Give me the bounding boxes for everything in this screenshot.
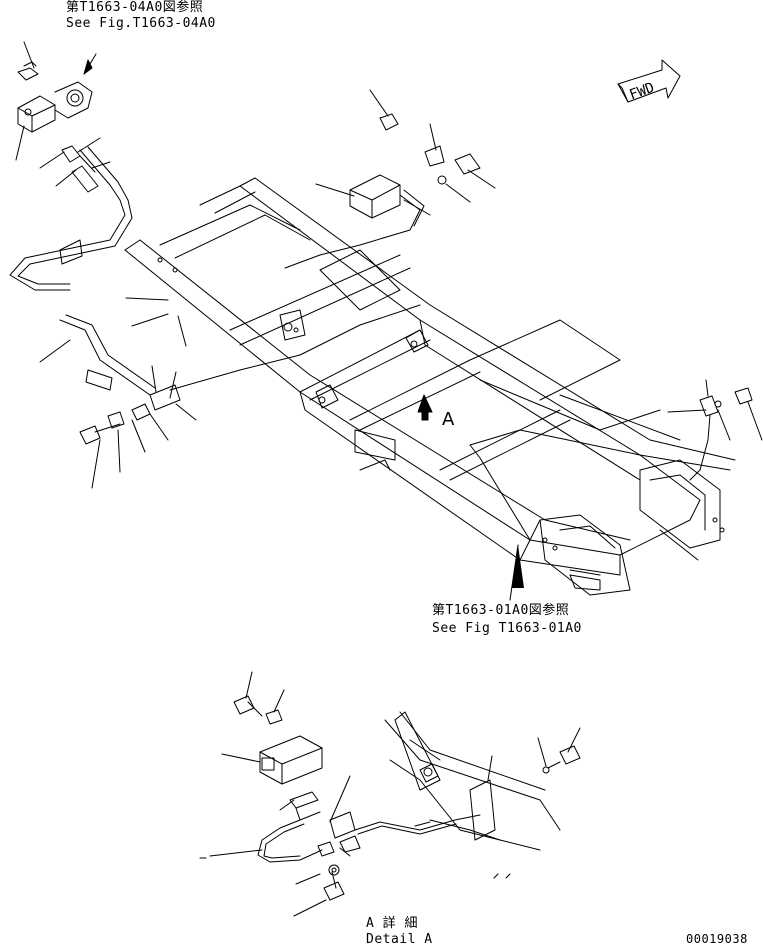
detail-a <box>200 672 580 916</box>
reference-top-en: See Fig.T1663-04A0 <box>66 16 216 31</box>
reference-middle-jp: 第T1663-01A0図参照 <box>432 603 570 618</box>
top-center-sensor <box>285 114 480 268</box>
detail-title-en: Detail A <box>366 932 433 947</box>
top-left-sensor <box>18 62 98 192</box>
reference-middle-en: See Fig T1663-01A0 <box>432 621 582 636</box>
drawing-number: 00019038 <box>686 932 748 946</box>
reference-top-jp: 第T1663-04A0図参照 <box>66 0 204 15</box>
wire-harness <box>10 147 420 395</box>
main-frame <box>125 178 735 600</box>
fwd-text: FWD <box>627 80 656 104</box>
fwd-arrow-icon: FWD <box>618 60 680 103</box>
leader-lines <box>16 42 762 560</box>
rear-right-sensor <box>690 380 752 480</box>
view-marker-label: A <box>442 409 455 430</box>
bottom-left-fasteners <box>80 385 180 444</box>
detail-title-jp: A 詳 細 <box>366 916 418 931</box>
